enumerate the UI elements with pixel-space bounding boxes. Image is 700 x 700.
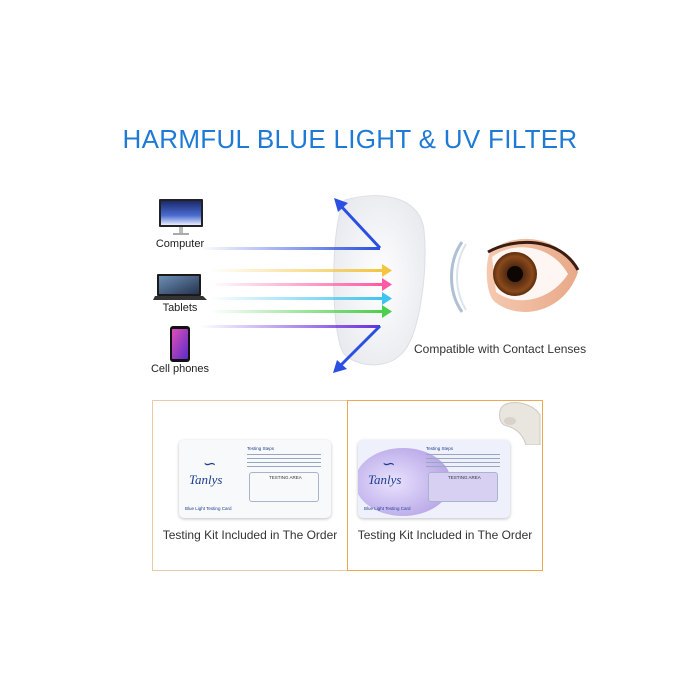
ray-green (210, 305, 392, 318)
ray-cyan (210, 292, 392, 305)
card-testing-area (249, 472, 319, 502)
card-steps-title: Testing Steps (426, 446, 454, 451)
light-rays-diagram (200, 195, 426, 373)
device-phone: Cell phones (135, 324, 225, 380)
ray-purple-bottom (200, 324, 382, 373)
phone-icon (170, 326, 190, 362)
lens-shape (333, 195, 426, 366)
card-area-label: TESTING AREA (448, 475, 481, 480)
device-label-cell-phones: Cell phones (150, 363, 210, 375)
page-title: HARMFUL BLUE LIGHT & UV FILTER (122, 124, 578, 154)
device-label-computer: Computer (155, 238, 205, 250)
brand-wave-icon: ∽ (382, 456, 396, 473)
testing-card-left: ∽ Tanlys Testing Steps TESTING AREA Blue… (179, 440, 331, 518)
card-name: Blue Light Testing Card (364, 506, 411, 511)
card-name: Blue Light Testing Card (185, 506, 232, 511)
uv-flashlight (499, 402, 541, 445)
ray-pink (210, 278, 392, 291)
tablet-icon (153, 274, 207, 300)
testing-kit-panel-left: ∽ Tanlys Testing Steps TESTING AREA Blue… (152, 400, 348, 571)
card-brand: Tanlys (189, 472, 223, 487)
monitor-icon (159, 199, 203, 235)
eye-illustration (450, 238, 580, 313)
card-steps-title: Testing Steps (247, 446, 275, 451)
card-testing-area (428, 472, 498, 502)
lens-caption: Compatible with Contact Lenses (414, 342, 587, 356)
brand-wave-icon: ∽ (203, 456, 217, 473)
device-label-tablets: Tablets (162, 302, 198, 314)
testing-kit-panel-right: ∽ Tanlys Testing Steps TESTING AREA Blue… (347, 400, 543, 571)
card-area-label: TESTING AREA (269, 475, 302, 480)
testing-card-right: ∽ Tanlys Testing Steps TESTING AREA Blue… (358, 440, 510, 518)
panel-caption-right: Testing Kit Included in The Order (357, 528, 533, 542)
device-tablet: Tablets (135, 270, 225, 320)
ray-yellow (210, 264, 392, 277)
ray-blue-top (200, 198, 382, 250)
device-computer: Computer (135, 196, 225, 256)
panel-caption-left: Testing Kit Included in The Order (162, 528, 338, 542)
glasses-lens-overlay (358, 448, 451, 516)
card-brand: Tanlys (368, 472, 402, 487)
